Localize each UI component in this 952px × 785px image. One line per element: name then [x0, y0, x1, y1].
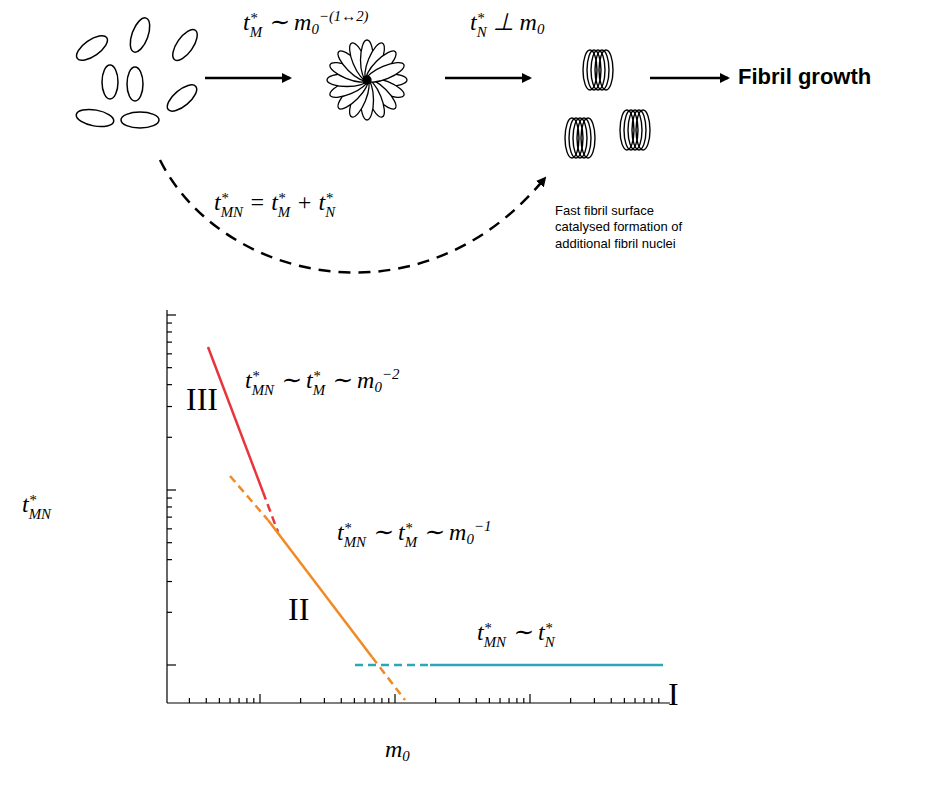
note-text: Fast fibril surface catalysed formation … [555, 203, 705, 252]
y-tick [167, 406, 172, 407]
fibril-monomer [573, 118, 587, 158]
x-tick [388, 698, 389, 703]
x-tick [206, 698, 207, 703]
x-tick [516, 698, 517, 703]
x-tick [229, 698, 230, 703]
regime-number: III [186, 380, 218, 418]
x-tick [634, 698, 635, 703]
axis-title: t*MN [22, 490, 51, 521]
rate-label: t*N ⊥ m0 [470, 8, 544, 39]
x-tick [189, 698, 190, 703]
x-tick [246, 698, 247, 703]
y-tick [167, 517, 172, 518]
fibril-monomer [636, 110, 650, 150]
fibril-monomer [581, 118, 595, 158]
x-tick [300, 698, 301, 703]
y-tick [167, 581, 172, 582]
scaling-law: t*MN ∼ t*N [475, 618, 557, 649]
y-tick [167, 353, 172, 354]
fibril-monomer [628, 110, 642, 150]
rate-label: t*M ∼ m0−(1↔2) [243, 8, 369, 39]
y-tick [167, 497, 172, 498]
x-tick [381, 698, 382, 703]
chart-axes [167, 310, 670, 703]
y-tick [167, 559, 172, 560]
x-tick [373, 698, 374, 703]
fibril-monomer [595, 50, 609, 90]
x-tick [238, 698, 239, 703]
core [363, 76, 371, 84]
x-tick [523, 698, 524, 703]
y-tick [167, 342, 172, 343]
x-tick [611, 698, 612, 703]
y-tick [167, 489, 176, 490]
x-tick [594, 698, 595, 703]
fibril-monomer [632, 110, 646, 150]
y-tick [167, 314, 176, 315]
fibril-nuclei [565, 50, 650, 158]
x-tick [253, 698, 254, 703]
fibril-monomer [599, 50, 613, 90]
x-tick [499, 698, 500, 703]
y-tick [167, 322, 172, 323]
x-tick [354, 698, 355, 703]
regime-lines [208, 347, 663, 700]
x-tick [324, 698, 325, 703]
stage-label: Fibril growth [738, 64, 871, 90]
y-tick [167, 367, 172, 368]
x-tick [435, 698, 436, 703]
x-tick [570, 698, 571, 703]
x-tick [394, 694, 395, 703]
y-tick [167, 612, 172, 613]
x-tick [624, 698, 625, 703]
y-tick [167, 506, 172, 507]
x-tick [364, 698, 365, 703]
scaling-law: t*MN ∼ t*M ∼ m0−2 [243, 366, 401, 397]
x-tick [508, 698, 509, 703]
monomers [73, 15, 202, 129]
regime-number: I [668, 675, 679, 713]
bypass-arrow [160, 160, 545, 273]
x-tick [658, 698, 659, 703]
process-arrows [205, 77, 728, 80]
x-tick [341, 698, 342, 703]
x-tick [651, 698, 652, 703]
x-tick [259, 694, 260, 703]
micelle [327, 40, 407, 120]
x-tick [219, 698, 220, 703]
y-tick [167, 542, 172, 543]
scaling-law: t*MN ∼ t*M ∼ m0−1 [335, 518, 493, 549]
fibril-monomer [577, 118, 591, 158]
y-tick [167, 664, 176, 665]
x-tick [476, 698, 477, 703]
y-tick [167, 528, 172, 529]
x-tick [529, 694, 530, 703]
fibril-monomer [591, 50, 605, 90]
axis-title: m0 [385, 735, 410, 766]
regime-number: II [288, 590, 309, 628]
y-tick [167, 331, 172, 332]
y-tick [167, 437, 172, 438]
x-tick [459, 698, 460, 703]
rate-label: t*MN = t*M + t*N [212, 188, 337, 219]
y-tick [167, 384, 172, 385]
x-tick [643, 698, 644, 703]
x-tick [489, 698, 490, 703]
